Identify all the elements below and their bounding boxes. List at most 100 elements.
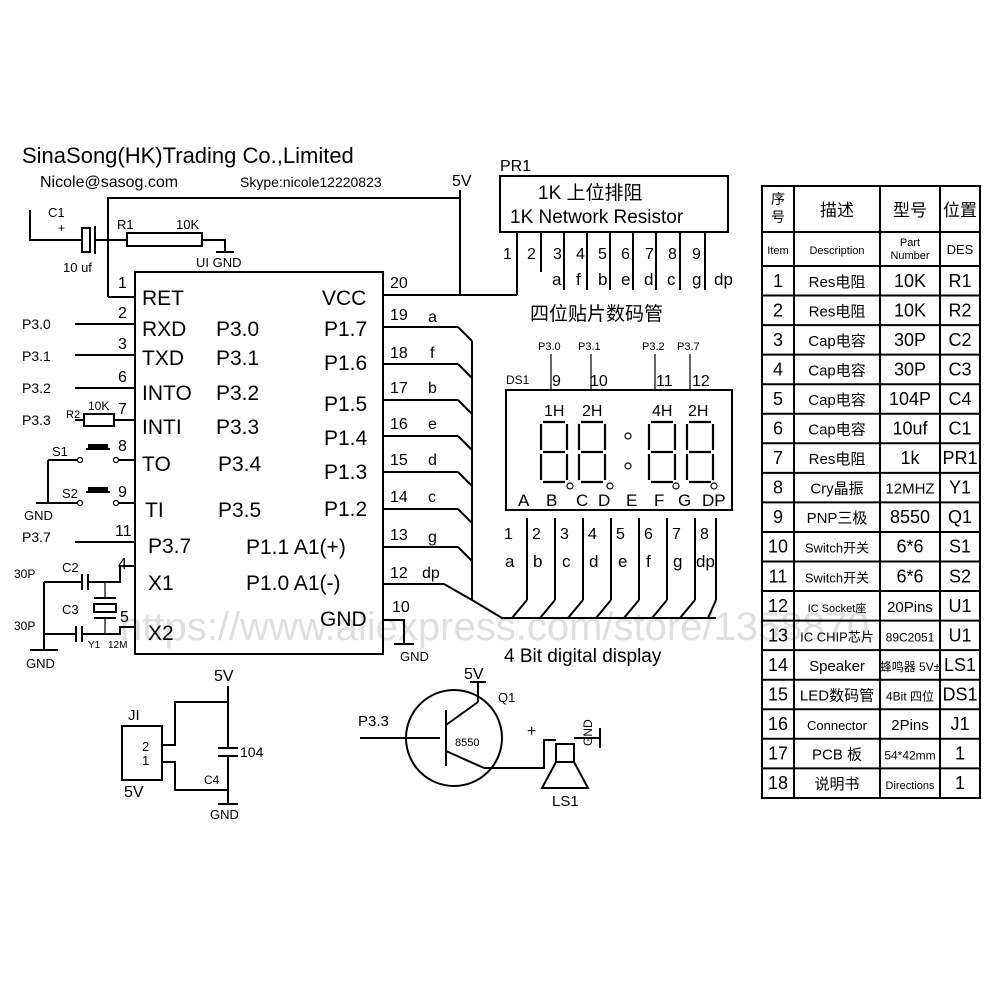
c3-label: C3 <box>62 602 79 617</box>
display-pin-label: g <box>673 552 682 571</box>
bom-cell-part: 20Pins <box>887 599 933 616</box>
j1-pin2: 2 <box>142 739 149 754</box>
pin-alt: P3.1 <box>216 347 259 370</box>
display-pin-label: b <box>533 552 542 571</box>
bom-cell-des: Q1 <box>948 507 972 527</box>
contact-email: Nicole@sasog.com <box>40 174 178 191</box>
bom-cell-item: 2 <box>773 300 783 320</box>
bom-cell-part: 4Bit 四位 <box>886 688 934 703</box>
pr1-pin-label: dp <box>714 270 733 289</box>
display-pin-label: dp <box>696 552 715 571</box>
r2-value: 10K <box>88 399 109 413</box>
pr1-pins: 1 2 3 4 5 6 7 8 9 a f b e d c g dp <box>503 232 733 290</box>
j1-5v: 5V <box>124 784 144 801</box>
seven-segment-digit <box>685 420 715 484</box>
bom-header-cn: 序 <box>771 191 785 207</box>
c4-label: C4 <box>204 773 220 787</box>
company-title: SinaSong(HK)Trading Co.,Limited <box>22 143 354 168</box>
segment-letter: DP <box>702 491 726 510</box>
bom-cell-des: C3 <box>948 359 971 379</box>
bom-cell-part: 1k <box>900 448 920 468</box>
bom-cell-item: 12 <box>768 596 788 616</box>
display-pin-num: 8 <box>700 526 709 543</box>
bom-cell-desc: Res电阻 <box>809 303 866 320</box>
pin-name: P1.7 <box>324 318 367 341</box>
display-pin-num: 1 <box>504 526 513 543</box>
pin-name: INTI <box>142 416 182 439</box>
pr1-pin-label: g <box>692 270 701 289</box>
ext-label-p31: P3.1 <box>22 348 51 364</box>
pin-name: P1.5 <box>324 393 367 416</box>
digit-signal: P3.2 <box>642 341 665 353</box>
bom-cell-part: 89C2051 <box>886 630 935 644</box>
r1-label: R1 <box>117 217 134 232</box>
ui-gnd-label: UI GND <box>196 255 242 270</box>
segment-letter: C <box>576 491 588 510</box>
bom-cell-item: 17 <box>768 744 788 764</box>
bom-cell-part: 2Pins <box>891 717 929 734</box>
pr1-pin-num: 6 <box>621 246 630 263</box>
display-pin-label: e <box>618 552 627 571</box>
bom-cell-desc: PCB 板 <box>812 746 862 764</box>
digit-label: 1H <box>544 403 564 420</box>
pin-name: P1.3 <box>324 461 367 484</box>
bom-cell-des: LS1 <box>944 655 976 675</box>
pr1-pin-label: d <box>644 270 653 289</box>
display-caption-en: 4 Bit digital display <box>504 646 662 667</box>
q1-ref: Q1 <box>498 690 515 705</box>
pin-num: 16 <box>390 416 408 433</box>
pin-num: 3 <box>118 336 127 353</box>
decimal-point <box>672 482 680 490</box>
segment-letter: E <box>626 491 637 510</box>
digit-signal: P3.1 <box>578 341 601 353</box>
pin-name: X2 <box>148 622 174 645</box>
bom-cell-desc: PNP三极 <box>807 510 868 527</box>
pin-name: P1.2 <box>324 498 367 521</box>
pin-num: 8 <box>118 438 127 455</box>
decimal-point <box>566 482 574 490</box>
segment-letter: F <box>654 491 664 510</box>
c3-value: 30P <box>14 619 35 633</box>
pin-num: 9 <box>118 484 127 501</box>
bom-cell-item: 15 <box>768 684 788 704</box>
bom-cell-desc: LED数码管 <box>800 687 874 704</box>
pin-name: INTO <box>142 382 192 405</box>
display-pin-num: 4 <box>588 526 597 543</box>
c1-value: 10 uf <box>63 260 92 275</box>
bom-cell-des: C4 <box>948 389 971 409</box>
segment-letter: A <box>518 491 530 510</box>
digit-signal: P3.0 <box>538 341 561 353</box>
pin-num: 18 <box>390 345 408 362</box>
bom-cell-des: C2 <box>948 330 971 350</box>
pr1-ref: PR1 <box>500 158 531 175</box>
digit-label: 2H <box>688 403 708 420</box>
pin-name: TXD <box>142 347 184 370</box>
bom-cell-item: 4 <box>773 359 783 379</box>
speaker-icon <box>555 743 575 763</box>
pin-seg: b <box>428 380 437 397</box>
bom-cell-desc: Cap电容 <box>808 392 866 409</box>
pr1-pin-label: a <box>552 270 562 289</box>
pin-num: 19 <box>390 307 408 324</box>
bom-header-en: Item <box>767 245 788 257</box>
bom-cell-des: DS1 <box>942 684 977 704</box>
bom-header-en: Number <box>890 250 929 262</box>
bom-cell-desc: Cap电容 <box>808 333 866 350</box>
pr1-title-cn: 1K 上位排阻 <box>538 182 643 204</box>
digit-label: 4H <box>652 403 672 420</box>
ext-label-p30: P3.0 <box>22 316 51 332</box>
pin-seg: a <box>428 309 437 326</box>
pr1-pin-label: e <box>621 270 630 289</box>
digit-pin: 10 <box>590 373 608 390</box>
pin-seg: e <box>428 416 437 433</box>
pin-seg: d <box>428 452 437 469</box>
bom-cell-part: 10K <box>894 271 926 291</box>
bom-cell-part: 10K <box>894 300 926 320</box>
c2-label: C2 <box>62 560 79 575</box>
display-pin-label: d <box>589 552 598 571</box>
bom-cell-desc: IC CHIP芯片 <box>800 629 874 644</box>
pin-num: 14 <box>390 489 408 506</box>
pin-name: X1 <box>148 572 174 595</box>
q1-part: 8550 <box>455 737 479 749</box>
